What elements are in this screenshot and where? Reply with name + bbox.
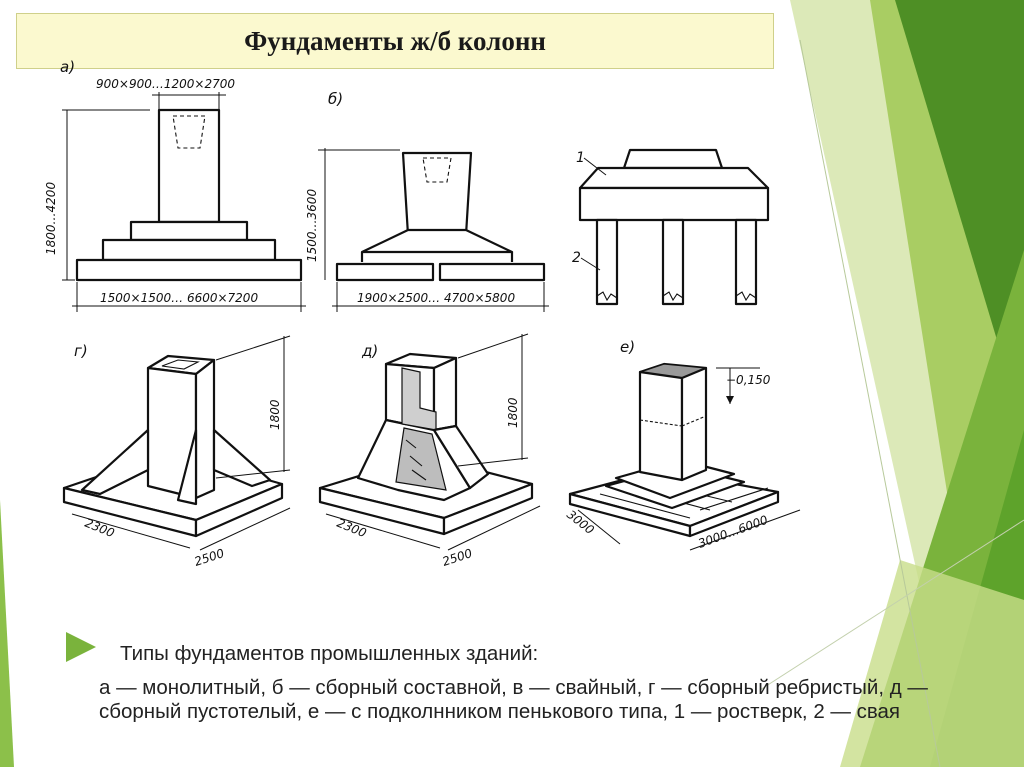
- deco-thin-line: [799, 39, 941, 767]
- drawing-e-label: е): [620, 338, 635, 356]
- deco-left-shard: [0, 500, 14, 767]
- drawing-g-dim-width: 2500: [193, 546, 227, 569]
- drawing-d-label: д): [361, 342, 378, 360]
- drawing-a-dim-base: 1500×1500… 6600×7200: [100, 291, 258, 305]
- drawing-b-dim-base: 1900×2500… 4700×5800: [357, 291, 515, 305]
- bullet-arrow-icon: [66, 632, 96, 662]
- drawing-g-dim-depth: 2300: [83, 516, 117, 541]
- drawing-e-dim-level: −0,150: [726, 373, 771, 387]
- drawing-d: д) 1800 2300 2500: [318, 333, 541, 569]
- drawing-g-dim-height: 1800: [268, 399, 282, 430]
- drawing-a: а) 900×900…1200×2700 1800…4200 1500×1500…: [44, 58, 306, 312]
- drawing-b-dim-height: 1500…3600: [305, 189, 319, 262]
- drawing-d-dim-height: 1800: [506, 397, 520, 428]
- slide-title: Фундаменты ж/б колонн: [16, 13, 774, 69]
- drawing-e: е) −0,150 3000 3000…6000: [564, 338, 801, 551]
- drawing-a-label: а): [60, 58, 75, 76]
- drawing-d-dim-depth: 2300: [335, 516, 369, 541]
- drawing-g-label: г): [74, 342, 88, 360]
- drawing-a-dim-top: 900×900…1200×2700: [96, 77, 235, 91]
- drawing-b-label: б): [328, 90, 343, 108]
- drawing-g: г) 1800 2300 2500: [62, 335, 291, 569]
- drawing-d-dim-width: 2500: [441, 546, 475, 569]
- deco-dark-shard: [895, 0, 1024, 430]
- drawing-c-marker-1: 1: [576, 150, 585, 166]
- drawing-b: б) 1500…3600 1900×2500… 4700×5800: [305, 90, 549, 312]
- caption-body: а — монолитный, б — сборный составной, в…: [99, 676, 928, 723]
- deco-thin-line-2: [759, 519, 1024, 691]
- caption-heading: Типы фундаментов промышленных зданий:: [120, 642, 539, 665]
- drawing-c-marker-2: 2: [572, 250, 581, 266]
- drawing-c: 1 2: [572, 148, 770, 306]
- drawing-a-dim-height: 1800…4200: [44, 182, 58, 255]
- deco-pale-wedge: [840, 560, 1024, 767]
